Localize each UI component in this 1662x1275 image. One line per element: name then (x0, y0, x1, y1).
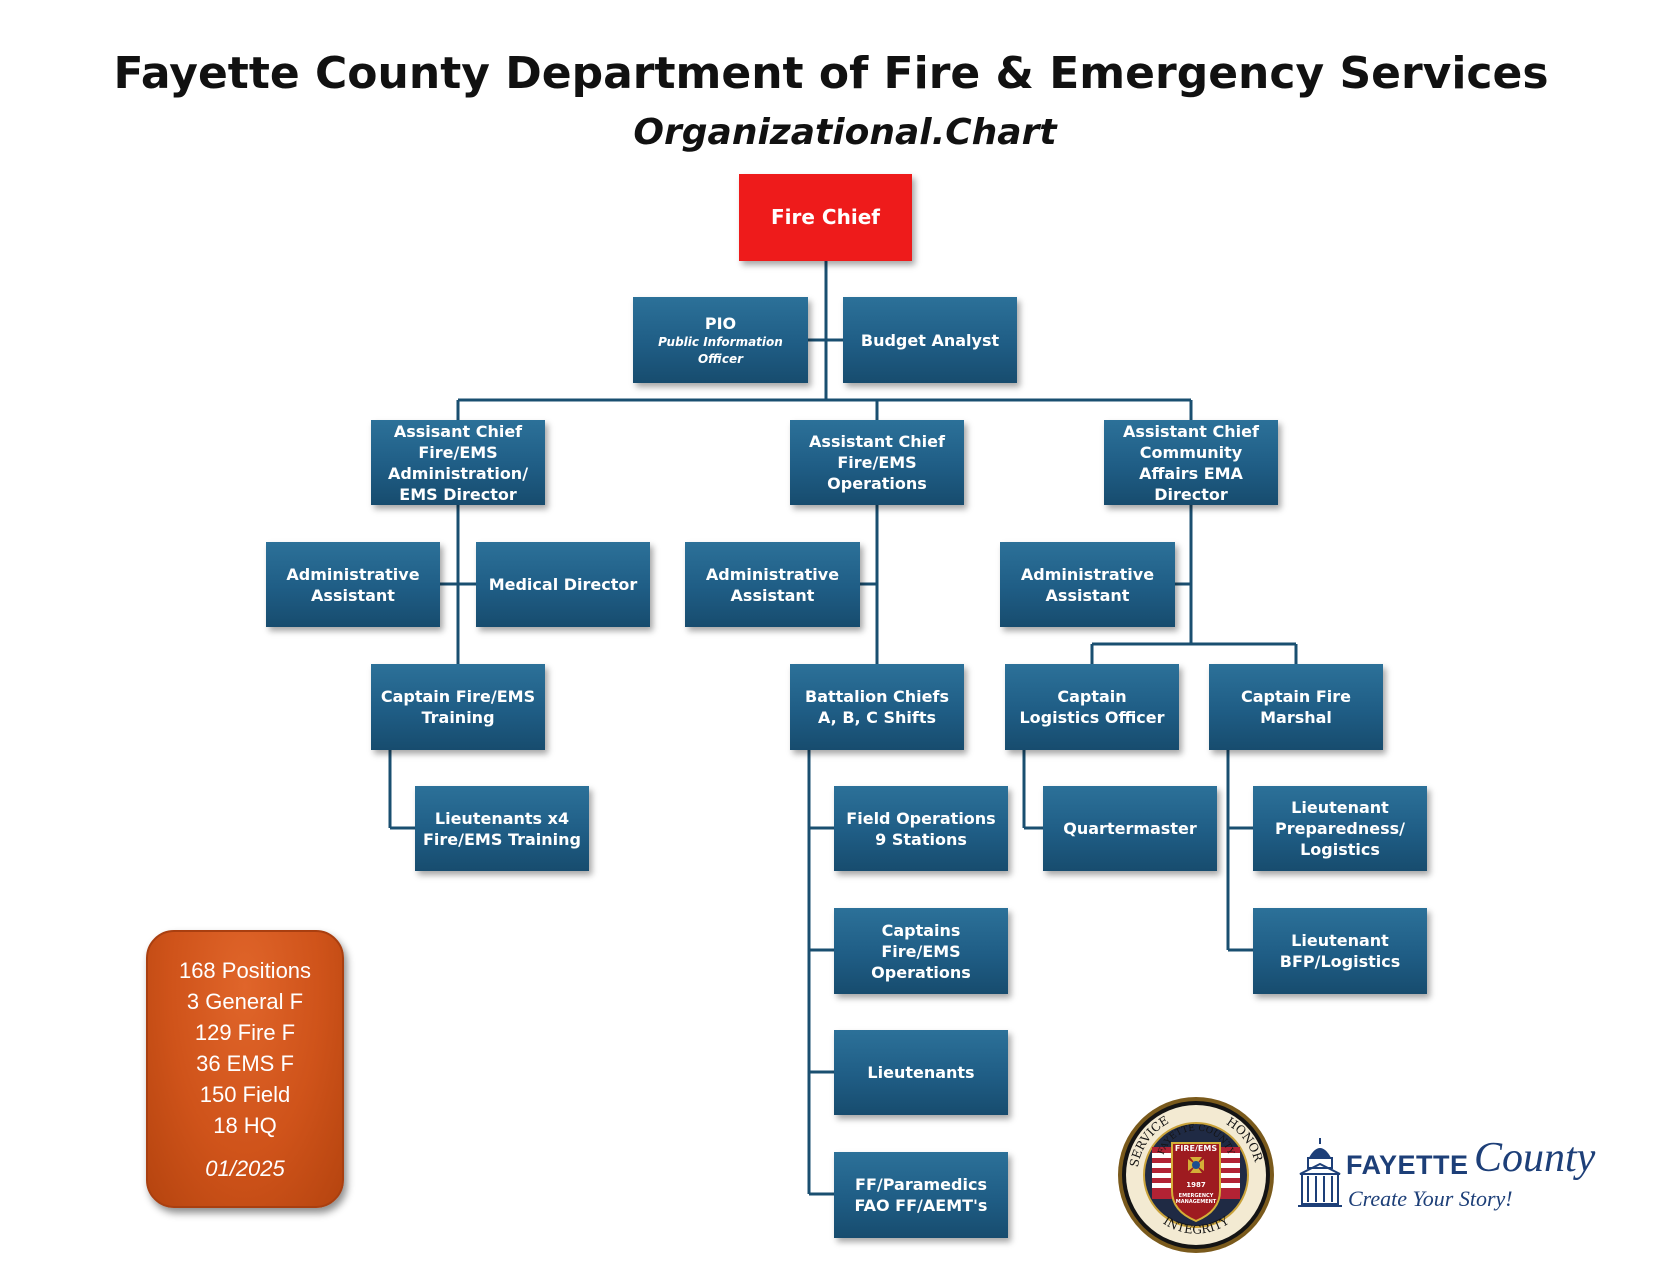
positions-summary-card: 168 Positions 3 General F 129 Fire F 36 … (146, 930, 344, 1208)
assistant-chief-operations-label: Assistant Chief Fire/EMS Operations (809, 432, 945, 493)
summary-ems: 36 EMS F (196, 1050, 294, 1076)
lieutenant-bfp-box: Lieutenant BFP/Logistics (1253, 908, 1427, 994)
admin-assistant-label-3: Administrative Assistant (1020, 564, 1155, 605)
lieutenant-preparedness-box: Lieutenant Preparedness/ Logistics (1253, 786, 1427, 871)
assistant-chief-community-box: Assistant Chief Community Affairs EMA Di… (1104, 420, 1278, 505)
page-subtitle: Organizational.Chart (633, 112, 1057, 153)
assistant-chief-admin-label: Assisant Chief Fire/EMS Administration/ … (387, 421, 529, 504)
captain-fire-marshal-box: Captain Fire Marshal (1209, 664, 1383, 750)
seal-inner-mid: FIRE/EMS (1175, 1144, 1217, 1153)
assistant-chief-community-label: Assistant Chief Community Affairs EMA Di… (1123, 421, 1259, 504)
courthouse-icon (1298, 1138, 1342, 1207)
lieutenants-box: Lieutenants (834, 1030, 1008, 1115)
fire-ems-seal-logo: 1987 FIRE/EMS EMERGENCY MANAGEMENT FAYET… (1118, 1097, 1274, 1253)
budget-analyst-label: Budget Analyst (860, 330, 1000, 350)
lieutenants-label: Lieutenants (867, 1063, 975, 1082)
fire-chief-label: Fire Chief (771, 205, 880, 229)
brand-tagline: Create Your Story! (1348, 1186, 1513, 1211)
summary-general: 3 General F (186, 988, 304, 1014)
assistant-chief-operations-box: Assistant Chief Fire/EMS Operations (790, 420, 964, 505)
admin-assistant-box-1: Administrative Assistant (266, 542, 440, 627)
budget-analyst-box: Budget Analyst (843, 297, 1017, 383)
field-operations-box: Field Operations 9 Stations (834, 786, 1008, 871)
page-title: Fayette County Department of Fire & Emer… (113, 48, 1549, 99)
battalion-chiefs-box: Battalion Chiefs A, B, C Shifts (790, 664, 964, 750)
summary-hq: 18 HQ (213, 1112, 277, 1138)
medical-director-label: Medical Director (488, 575, 638, 594)
pio-box: PIO Public Information Officer (633, 297, 808, 383)
medical-director-box: Medical Director (476, 542, 650, 627)
fire-chief-box: Fire Chief (739, 174, 912, 261)
pio-subtitle: Public Information Officer (658, 334, 783, 366)
quartermaster-box: Quartermaster (1043, 786, 1217, 871)
captain-fire-marshal-label: Captain Fire Marshal (1240, 687, 1352, 727)
captains-operations-box: Captains Fire/EMS Operations (834, 908, 1008, 994)
summary-positions: 168 Positions (178, 957, 312, 983)
brand-county: County (1474, 1135, 1596, 1181)
battalion-chiefs-label: Battalion Chiefs A, B, C Shifts (805, 687, 949, 727)
admin-assistant-label-2: Administrative Assistant (705, 564, 840, 605)
assistant-chief-admin-box: Assisant Chief Fire/EMS Administration/ … (371, 420, 545, 505)
quartermaster-label: Quartermaster (1063, 819, 1197, 838)
summary-fire: 129 Fire F (194, 1019, 296, 1045)
lieutenant-preparedness-label: Lieutenant Preparedness/ Logistics (1274, 798, 1406, 859)
pio-label: PIO (704, 313, 737, 333)
captain-logistics-label: Captain Logistics Officer (1019, 687, 1165, 727)
captain-training-box: Captain Fire/EMS Training (371, 664, 545, 750)
lieutenants-training-box: Lieutenants x4 Fire/EMS Training (415, 786, 589, 871)
admin-assistant-box-3: Administrative Assistant (1000, 542, 1175, 627)
fayette-county-brand-logo: FAYETTE County Create Your Story! (1296, 1130, 1595, 1220)
seal-inner-bottom-1: EMERGENCY (1179, 1193, 1214, 1199)
ff-paramedics-label: FF/Paramedics FAO FF/AEMT's (854, 1175, 988, 1215)
field-operations-label: Field Operations 9 Stations (846, 808, 996, 849)
seal-inner-bottom-2: MANAGEMENT (1176, 1199, 1217, 1205)
summary-field: 150 Field (199, 1081, 291, 1107)
captain-training-label: Captain Fire/EMS Training (380, 687, 536, 727)
ff-paramedics-box: FF/Paramedics FAO FF/AEMT's (834, 1152, 1008, 1238)
captains-operations-label: Captains Fire/EMS Operations (871, 920, 971, 982)
lieutenant-bfp-label: Lieutenant BFP/Logistics (1279, 931, 1401, 971)
seal-year: 1987 (1186, 1181, 1206, 1189)
captain-logistics-box: Captain Logistics Officer (1005, 664, 1179, 750)
admin-assistant-label-1: Administrative Assistant (286, 564, 420, 605)
lieutenants-training-label: Lieutenants x4 Fire/EMS Training (423, 808, 581, 849)
brand-name: FAYETTE (1346, 1150, 1469, 1180)
summary-date: 01/2025 (205, 1155, 285, 1181)
admin-assistant-box-2: Administrative Assistant (685, 542, 860, 627)
